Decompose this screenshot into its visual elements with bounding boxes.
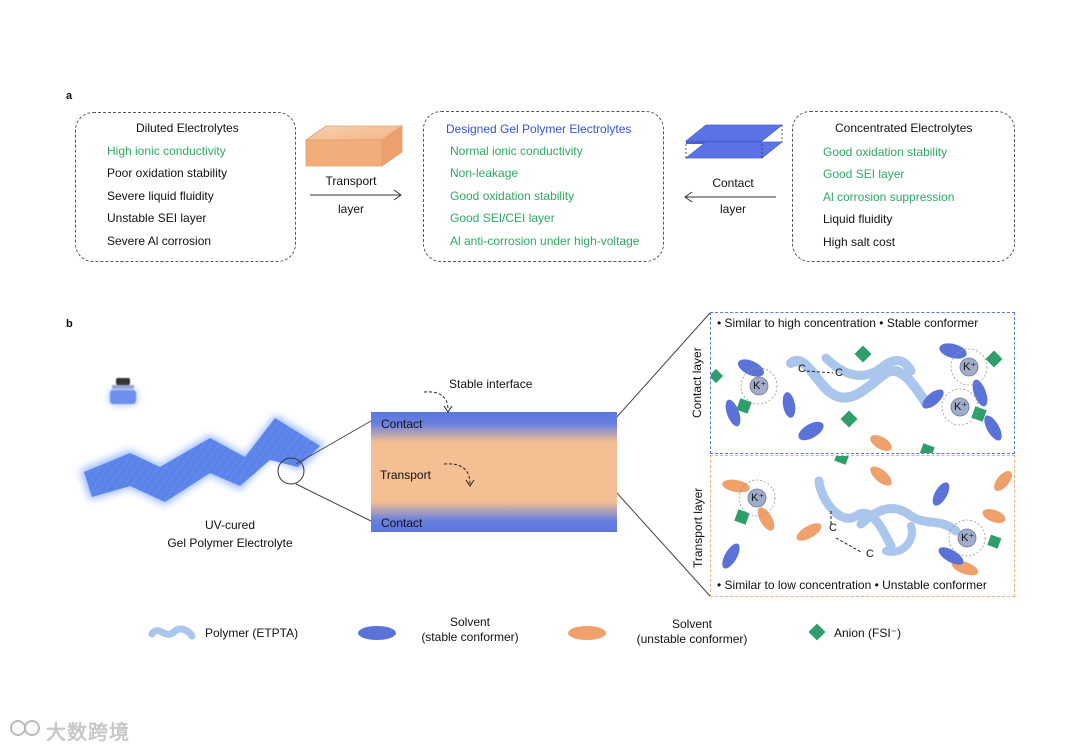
legend-solvent-unstable-line2: (unstable conformer) bbox=[636, 632, 748, 646]
legend-polymer-label: Polymer (ETPTA) bbox=[205, 626, 299, 640]
k-ion-label: K⁺ bbox=[954, 401, 968, 413]
transport-arrow-bottom-label: layer bbox=[337, 202, 364, 216]
transport-layer-detail-box: K⁺ K⁺ C C • Similar to low concentration… bbox=[710, 455, 1015, 597]
curved-arrow-icon bbox=[423, 391, 453, 413]
k-ion-label: K⁺ bbox=[753, 380, 767, 392]
designed-item: Non-leakage bbox=[450, 166, 519, 180]
diluted-item: High ionic conductivity bbox=[107, 144, 226, 158]
watermark-text: 大数跨境 bbox=[46, 722, 130, 744]
concentrated-item: Liquid fluidity bbox=[823, 212, 893, 226]
left-arrow-icon bbox=[684, 191, 776, 203]
solvent-unstable-legend-icon bbox=[568, 626, 606, 640]
gel-polymer-electrolyte-film bbox=[80, 415, 325, 505]
carbon-label: C bbox=[798, 363, 806, 375]
concentrated-electrolytes-box: Concentrated Electrolytes Good oxidation… bbox=[792, 111, 1015, 262]
carbon-label: C bbox=[829, 522, 837, 534]
contact-layer-note: • Similar to high concentration • Stable… bbox=[717, 316, 979, 330]
contact-arrow-top-label: Contact bbox=[712, 176, 754, 190]
designed-item: Normal ionic conductivity bbox=[450, 144, 583, 158]
diluted-title: Diluted Electrolytes bbox=[136, 121, 239, 135]
k-ion-label: K⁺ bbox=[961, 532, 975, 544]
contact-layer-vertical-label: Contact layer bbox=[690, 347, 704, 418]
diluted-item: Unstable SEI layer bbox=[107, 211, 207, 225]
transport-mid-label: Transport bbox=[380, 468, 431, 482]
designed-title: Designed Gel Polymer Electrolytes bbox=[446, 122, 632, 136]
solvent-stable-legend-icon bbox=[358, 626, 396, 640]
contact-layer-molecules bbox=[711, 343, 1003, 453]
contact-layer-detail-box: • Similar to high concentration • Stable… bbox=[710, 312, 1015, 454]
anion-legend-icon bbox=[808, 623, 826, 641]
diluted-item: Poor oxidation stability bbox=[107, 166, 228, 180]
legend-solvent-stable-line2: (stable conformer) bbox=[421, 630, 519, 644]
concentrated-title: Concentrated Electrolytes bbox=[835, 121, 973, 135]
panel-a-label: a bbox=[66, 90, 73, 102]
gel-caption-line1: UV-cured bbox=[204, 518, 256, 532]
polymer-legend-icon bbox=[148, 625, 196, 640]
watermark-logo-icon bbox=[8, 716, 42, 740]
designed-item: Good oxidation stability bbox=[450, 189, 575, 203]
gel-caption-line2: Gel Polymer Electrolyte bbox=[167, 536, 293, 550]
designed-item: Al anti-corrosion under high-voltage bbox=[450, 234, 640, 248]
carbon-label: C bbox=[835, 367, 843, 379]
diluted-electrolytes-box: Diluted Electrolytes High ionic conducti… bbox=[75, 112, 296, 262]
concentrated-item: Good oxidation stability bbox=[823, 145, 948, 159]
legend-anion-label: Anion (FSI⁻) bbox=[834, 626, 902, 640]
right-arrow-icon bbox=[310, 189, 402, 201]
transport-layer-block-icon bbox=[304, 125, 404, 167]
curved-arrow-icon bbox=[443, 463, 475, 487]
transport-arrow-top-label: Transport bbox=[325, 174, 377, 188]
concentrated-item: Al corrosion suppression bbox=[823, 190, 955, 204]
k-ion-label: K⁺ bbox=[751, 492, 765, 504]
contact-arrow-bottom-label: layer bbox=[719, 202, 746, 216]
concentrated-item: High salt cost bbox=[823, 235, 896, 249]
panel-b-label: b bbox=[66, 318, 73, 330]
electrolyte-cross-section bbox=[371, 412, 617, 532]
concentrated-item: Good SEI layer bbox=[823, 167, 905, 181]
transport-layer-note: • Similar to low concentration • Unstabl… bbox=[717, 578, 987, 592]
legend-solvent-unstable-line1: Solvent bbox=[671, 617, 713, 631]
legend-solvent-stable-line1: Solvent bbox=[449, 615, 491, 629]
k-ion-label: K⁺ bbox=[963, 361, 977, 373]
carbon-label: C bbox=[866, 548, 874, 560]
transport-layer-molecules bbox=[722, 456, 1012, 576]
designed-gpe-box: Designed Gel Polymer Electrolytes Normal… bbox=[423, 111, 664, 262]
contact-layer-block-icon bbox=[684, 124, 784, 159]
designed-item: Good SEI/CEI layer bbox=[450, 211, 555, 225]
contact-top-label: Contact bbox=[381, 417, 423, 431]
cell-icon bbox=[106, 374, 140, 408]
diluted-item: Severe liquid fluidity bbox=[107, 189, 214, 203]
contact-bottom-label: Contact bbox=[381, 516, 423, 530]
diluted-item: Severe Al corrosion bbox=[107, 234, 212, 248]
transport-layer-vertical-label: Transport layer bbox=[691, 487, 705, 568]
stable-interface-label: Stable interface bbox=[449, 377, 533, 391]
